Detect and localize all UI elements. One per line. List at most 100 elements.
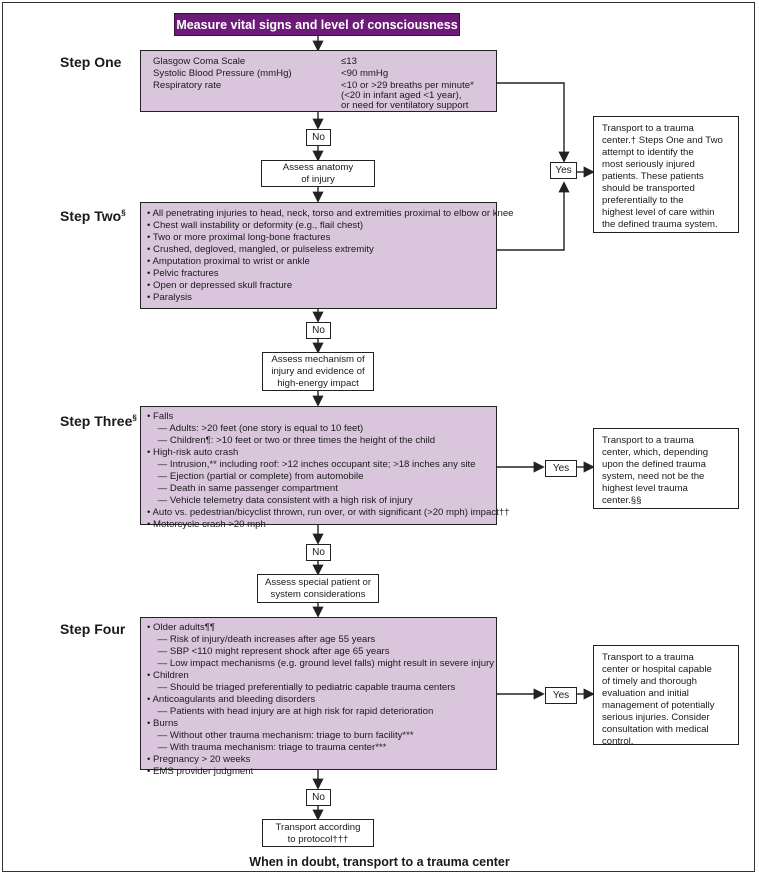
side1-line: the defined trauma system. — [602, 219, 718, 230]
side1-line: Transport to a trauma — [602, 123, 694, 134]
step-four-item: • Anticoagulants and bleeding disorders — [147, 694, 316, 705]
no-after-step-two: No — [306, 322, 331, 339]
step-four-item: — SBP <110 might represent shock after a… — [147, 646, 390, 657]
side3-line: evaluation and initial — [602, 688, 689, 699]
step-three-item: • Auto vs. pedestrian/bicyclist thrown, … — [147, 507, 510, 518]
side3-line: management of potentially — [602, 700, 715, 711]
step-two-item: • Amputation proximal to wrist or ankle — [147, 256, 310, 267]
step-three-item: — Death in same passenger compartment — [147, 483, 338, 494]
assess-mechanism-line: high-energy impact — [277, 378, 359, 389]
assess-anatomy-box: Assess anatomy of injury — [261, 160, 375, 187]
no-after-step-four: No — [306, 789, 331, 806]
side1-line: highest level of care within — [602, 207, 715, 218]
side3-line: Transport to a trauma — [602, 652, 694, 663]
step-three-item: • Falls — [147, 411, 174, 422]
step-three-item: — Intrusion,** including roof: >12 inche… — [147, 459, 476, 470]
step-two-item: • All penetrating injuries to head, neck… — [147, 208, 514, 219]
step-four-item: • Burns — [147, 718, 179, 729]
step-four-item: — With trauma mechanism: triage to traum… — [147, 742, 387, 753]
step-four-item: — Should be triaged preferentially to pe… — [147, 682, 456, 693]
step-one-label: Step One — [60, 54, 122, 70]
yes-step-three: Yes — [545, 460, 577, 477]
transport-protocol-line: to protocol††† — [287, 834, 349, 845]
side2-line: center.§§ — [602, 495, 642, 506]
arrow-step2-yes — [497, 181, 570, 251]
gcs-label: Glasgow Coma Scale — [153, 56, 246, 67]
assess-special-line: system considerations — [270, 589, 366, 600]
side1-line: patients. These patients — [602, 171, 704, 182]
side2-line: highest level trauma — [602, 483, 688, 494]
gcs-value: ≤13 — [341, 56, 357, 67]
assess-anatomy-line2: of injury — [301, 174, 335, 185]
side2-line: center, which, depending — [602, 447, 709, 458]
side3-line: of timely and thorough — [602, 676, 697, 687]
step-four-label: Step Four — [60, 621, 126, 637]
step-three-item: • High-risk auto crash — [147, 447, 239, 458]
step-three-text: Step Three — [60, 413, 133, 429]
step-two-item: • Chest wall instability or deformity (e… — [147, 220, 364, 231]
step-two-text: Step Two — [60, 208, 122, 224]
yes-steps-one-two: Yes — [550, 162, 577, 179]
side-box-trauma-center-3: Transport to a trauma center or hospital… — [593, 645, 739, 747]
step-four-item: • Pregnancy > 20 weeks — [147, 754, 251, 765]
resp-label: Respiratory rate — [153, 80, 222, 91]
step-two-item: • Two or more proximal long-bone fractur… — [147, 232, 331, 243]
step-two-item: • Paralysis — [147, 292, 192, 303]
assess-special-line: Assess special patient or — [264, 577, 372, 588]
step-three-item: — Children¶: >10 feet or two or three ti… — [147, 435, 436, 446]
side1-line: center.† Steps One and Two — [602, 135, 723, 146]
step-four-item: • Children — [147, 670, 189, 681]
assess-mechanism-line: Assess mechanism of — [271, 354, 365, 365]
transport-protocol-box: Transport according to protocol††† — [262, 819, 374, 847]
side-box-trauma-center-2: Transport to a trauma center, which, dep… — [593, 428, 739, 509]
side2-line: Transport to a trauma — [602, 435, 694, 446]
side3-line: consultation with medical — [602, 724, 709, 735]
sbp-value: <90 mmHg — [341, 68, 389, 79]
side1-line: should be transported — [602, 183, 695, 194]
assess-mechanism-box: Assess mechanism of injury and evidence … — [262, 352, 374, 391]
sbp-label: Systolic Blood Pressure (mmHg) — [153, 68, 292, 79]
step-two-mark: § — [121, 208, 126, 218]
step-three-item: — Vehicle telemetry data consistent with… — [147, 495, 413, 506]
step-four-box: • Older adults¶¶ — Risk of injury/death … — [140, 617, 497, 777]
step-three-item: • Motorcycle crash >20 mph — [147, 519, 266, 530]
step-four-item: — Without other trauma mechanism: triage… — [147, 730, 414, 741]
side3-line: serious injuries. Consider — [602, 712, 710, 723]
assess-mechanism-line: injury and evidence of — [271, 366, 365, 377]
side-box-trauma-center-1: Transport to a trauma center.† Steps One… — [593, 116, 739, 233]
step-four-item: — Low impact mechanisms (e.g. ground lev… — [147, 658, 495, 669]
no-after-step-three: No — [306, 544, 331, 561]
step-one-box: Glasgow Coma Scale ≤13 Systolic Blood Pr… — [140, 50, 497, 112]
side3-line: center or hospital capable — [602, 664, 712, 675]
step-four-item: — Patients with head injury are at high … — [147, 706, 434, 717]
arrow-step1-yes — [497, 82, 570, 163]
step-three-item: — Ejection (partial or complete) from au… — [147, 471, 364, 482]
step-two-item: • Open or depressed skull fracture — [147, 280, 293, 291]
yes-step-four: Yes — [545, 687, 577, 704]
footer-when-in-doubt: When in doubt, transport to a trauma cen… — [249, 855, 510, 869]
step-two-label: Step Two§ — [60, 208, 126, 224]
side2-line: upon the defined trauma — [602, 459, 707, 470]
step-three-item: — Adults: >20 feet (one story is equal t… — [147, 423, 364, 434]
resp-ventilatory: or need for ventilatory support — [341, 100, 469, 111]
step-four-item: • EMS provider judgment — [147, 766, 254, 777]
side1-line: attempt to identify the — [602, 147, 694, 158]
resp-value: <10 or >29 breaths per minute* — [341, 80, 474, 91]
step-three-mark: § — [132, 413, 137, 423]
step-two-item: • Pelvic fractures — [147, 268, 219, 279]
assess-anatomy-line1: Assess anatomy — [282, 162, 354, 173]
step-three-box: • Falls — Adults: >20 feet (one story is… — [140, 406, 510, 530]
header-measure-vitals: Measure vital signs and level of conscio… — [174, 13, 460, 36]
side3-line: control. — [602, 736, 634, 747]
no-after-step-one: No — [306, 129, 331, 146]
side1-line: preferentially to the — [602, 195, 684, 206]
step-four-item: • Older adults¶¶ — [147, 622, 216, 633]
step-two-box: • All penetrating injuries to head, neck… — [140, 202, 514, 309]
side1-line: most seriously injured — [602, 159, 695, 170]
transport-protocol-line: Transport according — [275, 822, 361, 833]
step-two-item: • Crushed, degloved, mangled, or pulsele… — [147, 244, 374, 255]
side2-line: system, need not be the — [602, 471, 705, 482]
resp-infant: (<20 in infant aged <1 year), — [341, 90, 462, 101]
